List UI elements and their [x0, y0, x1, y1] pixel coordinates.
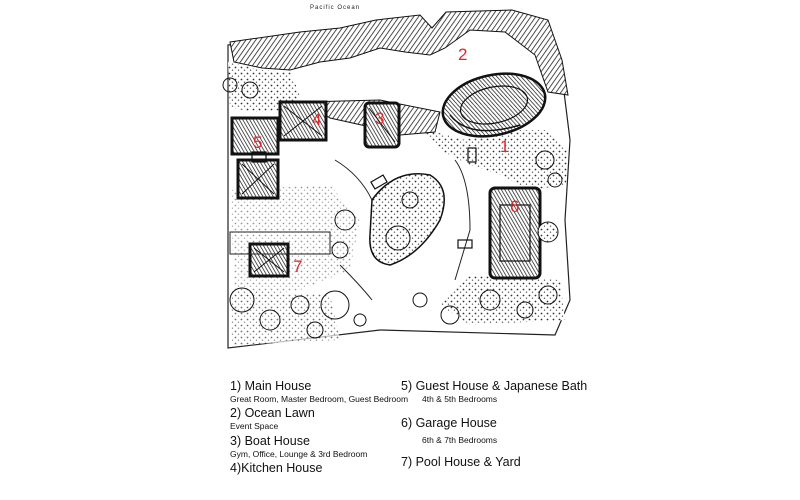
site-plan [222, 9, 571, 349]
legend-title: 4)Kitchen House [230, 461, 323, 475]
legend-title: 3) Boat House [230, 434, 310, 448]
marker-3: 3 [375, 109, 385, 128]
legend-item-garage-house: 6) Garage House 6th & 7th Bedrooms [401, 416, 497, 446]
marker-7: 7 [293, 257, 303, 276]
legend-subtitle: Gym, Office, Lounge & 3rd Bedroom [230, 449, 368, 459]
legend-title: 7) Pool House & Yard [401, 455, 521, 469]
marker-5: 5 [253, 133, 263, 152]
legend-title: 6) Garage House [401, 416, 497, 430]
marker-4: 4 [312, 110, 322, 129]
legend-item-kitchen-house: 4)Kitchen House [230, 461, 322, 476]
legend-item-pool-house: 7) Pool House & Yard [401, 455, 521, 470]
ocean-label: Pacific Ocean [310, 5, 361, 11]
legend-subtitle: 4th & 5th Bedrooms [422, 394, 498, 404]
legend-title: 5) Guest House & Japanese Bath [401, 379, 588, 393]
legend-item-main-house: 1) Main House Great Room, Master Bedroom… [230, 379, 408, 405]
legend-item-guest-house: 5) Guest House & Japanese Bath 4th & 5th… [401, 379, 587, 405]
legend-title: 1) Main House [230, 379, 312, 393]
kitchen-house-building [278, 100, 328, 142]
pool-house-building [229, 231, 331, 278]
marker-2: 2 [458, 45, 468, 64]
marker-6: 6 [510, 197, 520, 216]
garage-house-building [488, 186, 559, 280]
ocean-lawn-border [229, 9, 569, 96]
legend-item-ocean-lawn: 2) Ocean Lawn Event Space [230, 406, 315, 432]
legend-title: 2) Ocean Lawn [230, 406, 315, 420]
main-house-building [441, 72, 547, 138]
guest-house-building [230, 116, 280, 200]
legend-subtitle: Great Room, Master Bedroom, Guest Bedroo… [230, 394, 409, 404]
central-garden [369, 173, 445, 266]
legend-subtitle: Event Space [230, 421, 279, 431]
marker-1: 1 [500, 137, 510, 156]
legend-subtitle: 6th & 7th Bedrooms [422, 435, 498, 445]
boat-house-building [363, 101, 401, 149]
legend-item-boat-house: 3) Boat House Gym, Office, Lounge & 3rd … [230, 434, 367, 460]
